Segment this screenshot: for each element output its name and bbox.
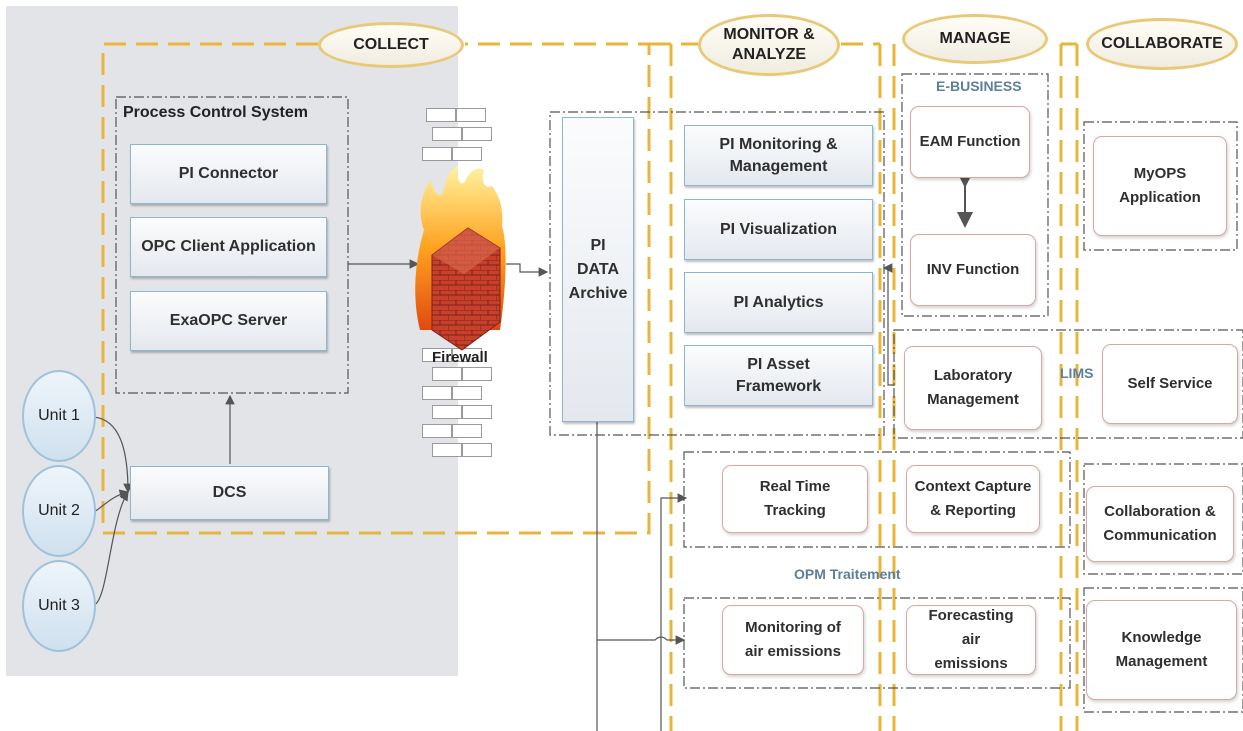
firewall-to-archive-arrow — [506, 263, 549, 277]
ebusiness-label: E-BUSINESS — [936, 78, 1022, 94]
context-capture-box: Context Capture & Reporting — [906, 465, 1040, 533]
laboratory-management-box: Laboratory Management — [904, 346, 1042, 430]
opc-client-box: OPC Client Application — [130, 217, 327, 277]
pi-visualization-box: PI Visualization — [684, 199, 873, 260]
pi-monitoring-box: PI Monitoring & Management — [684, 125, 873, 186]
knowledge-frame — [1083, 587, 1243, 713]
phase-manage: MANAGE — [902, 14, 1048, 64]
firewall-label: Firewall — [432, 349, 488, 366]
process-control-title: Process Control System — [123, 104, 308, 121]
unit1-connector — [93, 416, 133, 494]
phase-collect: COLLECT — [318, 22, 464, 68]
lab-to-pi-arrow — [882, 263, 894, 386]
unit3-connector — [93, 490, 129, 606]
opm-traitement-label: OPM Traitement — [794, 566, 901, 582]
collab-frame — [1083, 463, 1243, 575]
phase-collaborate: COLLABORATE — [1086, 18, 1238, 70]
collaboration-communication-box: Collaboration & Communication — [1086, 486, 1234, 562]
unit-3: Unit 3 — [22, 560, 96, 652]
unit-2: Unit 2 — [22, 465, 96, 557]
inv-function-box: INV Function — [910, 234, 1036, 306]
monitoring-air-emissions-box: Monitoring of air emissions — [722, 605, 864, 675]
lims-frame — [893, 329, 1243, 439]
pi-data-archive-box: PI DATA Archive — [562, 117, 634, 422]
lims-label: LIMS — [1060, 365, 1094, 381]
pi-connector-box: PI Connector — [130, 144, 327, 204]
unit-1: Unit 1 — [22, 370, 96, 462]
collect-frame — [101, 42, 651, 535]
myops-application-box: MyOPS Application — [1093, 136, 1227, 236]
forecasting-air-emissions-box: Forecasting air emissions — [906, 605, 1036, 675]
myops-frame — [1083, 121, 1238, 251]
eam-function-box: EAM Function — [910, 106, 1030, 178]
real-time-tracking-box: Real Time Tracking — [722, 465, 868, 533]
pi-system-frame — [549, 111, 885, 436]
pi-analytics-box: PI Analytics — [684, 272, 873, 333]
exaopc-box: ExaOPC Server — [130, 291, 327, 351]
ebusiness-frame — [901, 73, 1049, 317]
to-realtime-arrow — [660, 493, 688, 731]
process-control-frame — [115, 96, 349, 394]
self-service-box: Self Service — [1102, 344, 1238, 424]
pi-asset-framework-box: PI Asset Framework — [684, 345, 873, 406]
phase-monitor-analyze: MONITOR & ANALYZE — [698, 14, 840, 76]
lane-dividers — [649, 42, 1079, 731]
knowledge-management-box: Knowledge Management — [1086, 600, 1237, 700]
dcs-box: DCS — [130, 466, 329, 520]
